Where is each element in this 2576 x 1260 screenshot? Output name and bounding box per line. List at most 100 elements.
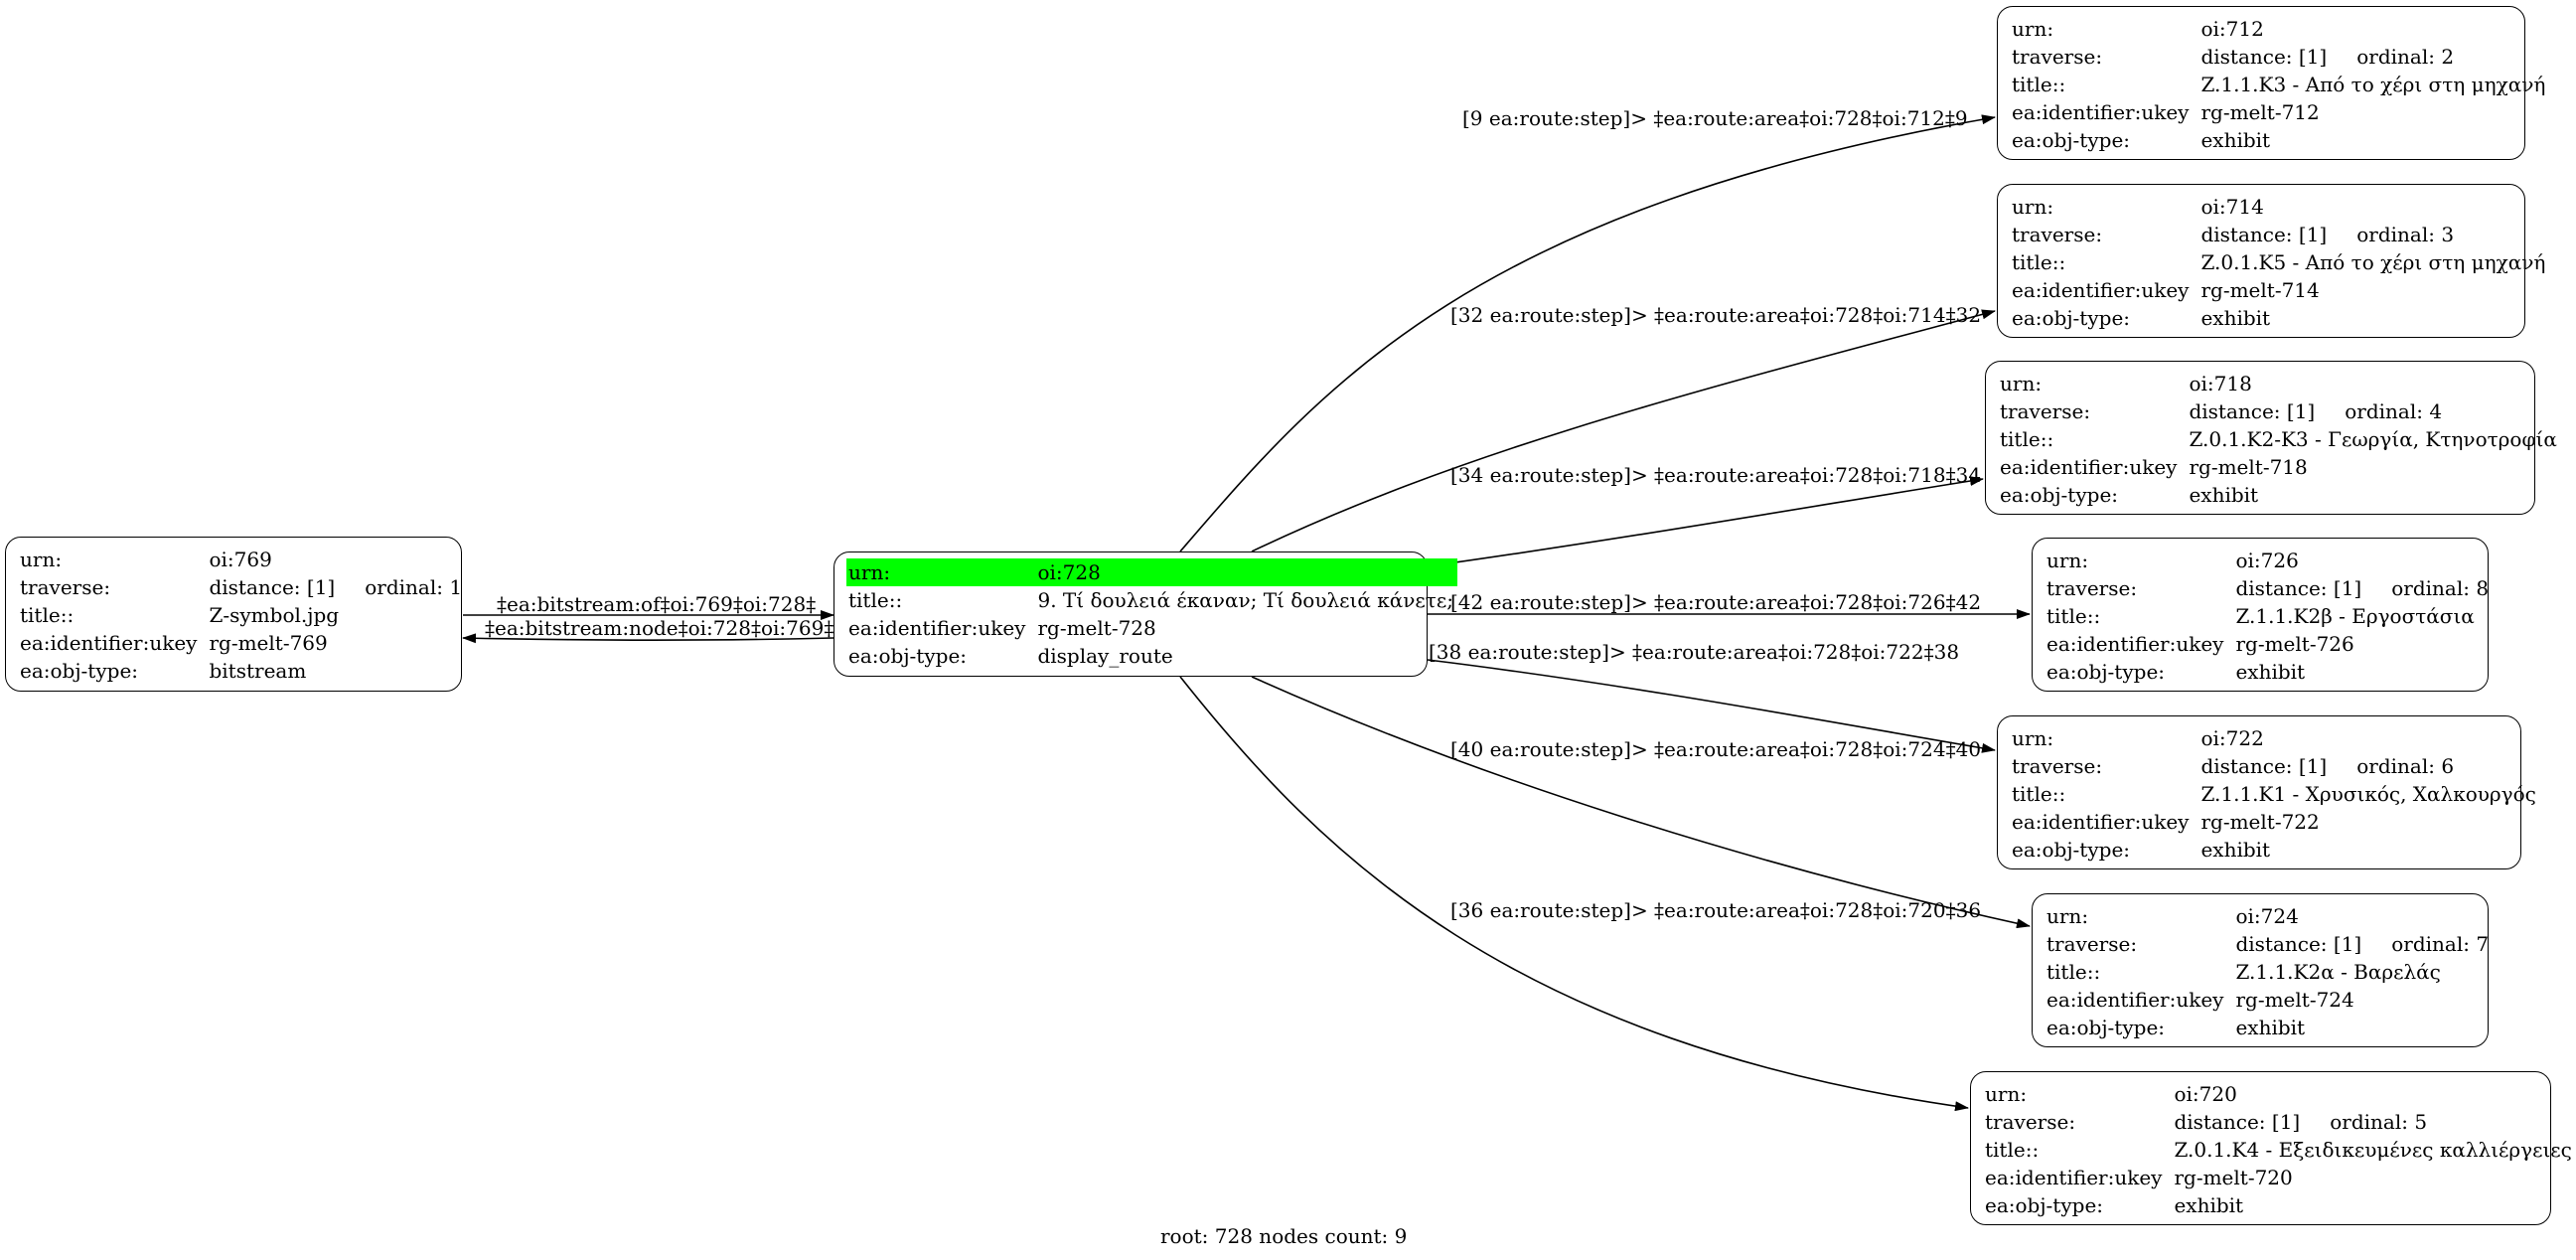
node-title-value: Z-symbol.jpg [209, 603, 340, 627]
node-title-row: title:: Z.0.1.K5 - Από το χέρι στη μηχαν… [2010, 248, 2549, 276]
node-urn-value: oi:769 [209, 548, 272, 571]
node-title-row: title:: Z.1.1.K1 - Χρυσικός, Χαλκουργός [2010, 780, 2540, 808]
node-title-row: title:: Z.1.1.K2α - Βαρελάς [2045, 958, 2493, 986]
node-ukey-row: ea:identifier:ukey rg-melt-714 [2010, 276, 2549, 304]
edge-oi-728-to-oi-722 [1427, 659, 1996, 753]
node-traverse-row: traverse: distance: [1]ordinal: 5 [1983, 1108, 2576, 1136]
graph-node-oi-769[interactable]: urn: oi:769 traverse: distance: [1]ordin… [5, 537, 462, 692]
node-urn-key: urn: [1985, 1082, 2028, 1106]
node-ukey-value: rg-melt-722 [2200, 810, 2320, 834]
root-node[interactable]: urn: oi:728 title:: 9. Τί δουλειά έκαναν… [833, 551, 1457, 677]
node-title-key: title:: [2012, 782, 2066, 806]
node-objtype-value: exhibit [2200, 306, 2271, 330]
node-ukey-key: ea:identifier:ukey [1985, 1166, 2163, 1189]
graph-node-oi-726[interactable]: urn: oi:726 traverse: distance: [1]ordin… [2032, 538, 2489, 692]
node-ordinal: ordinal: 7 [2391, 932, 2490, 956]
graph-node-oi-724[interactable]: urn: oi:724 traverse: distance: [1]ordin… [2032, 893, 2489, 1047]
root-node-table: urn: oi:728 title:: 9. Τί δουλειά έκαναν… [846, 558, 1457, 670]
node-urn-key: urn: [2046, 549, 2089, 572]
node-objtype-key: ea:obj-type: [2046, 660, 2166, 684]
node-urn-value: oi:714 [2200, 195, 2264, 219]
root-ukey-value: rg-melt-728 [1037, 616, 1156, 640]
root-urn-row: urn: oi:728 [846, 558, 1457, 586]
edge-label-oi-728-to-oi-714: [32 ea:route:step]> ‡ea:route:area‡oi:72… [1450, 303, 1982, 327]
node-traverse-row: traverse: distance: [1]ordinal: 2 [2010, 43, 2549, 71]
node-traverse-value: distance: [1]ordinal: 1 [207, 573, 466, 601]
node-ukey-row: ea:identifier:ukey rg-melt-718 [1998, 453, 2561, 481]
node-urn-key: urn: [2000, 372, 2043, 395]
node-table: urn: oi:726 traverse: distance: [1]ordin… [2045, 547, 2493, 686]
node-urn-row: urn: oi:726 [2045, 547, 2493, 574]
node-urn-value: oi:724 [2235, 904, 2299, 928]
node-traverse-key: traverse: [2046, 576, 2138, 600]
node-ukey-key: ea:identifier:ukey [2000, 455, 2178, 479]
graph-node-oi-712[interactable]: urn: oi:712 traverse: distance: [1]ordin… [1997, 6, 2545, 160]
node-urn-row: urn: oi:769 [18, 546, 466, 573]
node-ukey-row: ea:identifier:ukey rg-melt-720 [1983, 1164, 2576, 1191]
node-title-value: Z.1.1.K2α - Βαρελάς [2235, 960, 2441, 984]
node-ukey-row: ea:identifier:ukey rg-melt-724 [2045, 986, 2493, 1014]
node-traverse-row: traverse: distance: [1]ordinal: 7 [2045, 930, 2493, 958]
graph-node-oi-722[interactable]: urn: oi:722 traverse: distance: [1]ordin… [1997, 715, 2536, 869]
node-traverse-value: distance: [1]ordinal: 4 [2187, 397, 2560, 425]
node-title-value: Z.0.1.K4 - Εξειδικευμένες καλλιέργειες [2174, 1138, 2572, 1162]
node-ukey-key: ea:identifier:ukey [2012, 278, 2190, 302]
node-urn-key: urn: [20, 548, 63, 571]
node-title-key: title:: [1985, 1138, 2040, 1162]
node-title-row: title:: Z-symbol.jpg [18, 601, 466, 629]
node-ukey-value: rg-melt-726 [2235, 632, 2354, 656]
node-distance: distance: [1] [2200, 754, 2328, 778]
node-objtype-row: ea:obj-type: bitstream [18, 657, 466, 685]
node-objtype-row: ea:obj-type: exhibit [1983, 1191, 2576, 1219]
node-table: urn: oi:718 traverse: distance: [1]ordin… [1998, 370, 2561, 509]
node-title-key: title:: [2046, 960, 2101, 984]
node-ordinal: ordinal: 5 [2330, 1110, 2428, 1134]
node-objtype-key: ea:obj-type: [2012, 838, 2131, 862]
node-urn-key: urn: [2012, 17, 2054, 41]
node-objtype-key: ea:obj-type: [2012, 128, 2131, 152]
edge-label-oi-728-to-oi-722: [38 ea:route:step]> ‡ea:route:area‡oi:72… [1429, 640, 1960, 664]
root-urn-key: urn: [846, 558, 1036, 586]
node-objtype-row: ea:obj-type: exhibit [2045, 1014, 2493, 1041]
edge-oi-728-to-oi-720 [1179, 676, 1969, 1112]
node-table: urn: oi:722 traverse: distance: [1]ordin… [2010, 724, 2540, 864]
node-title-key: title:: [2012, 73, 2066, 96]
node-urn-value: oi:718 [2189, 372, 2252, 395]
node-traverse-row: traverse: distance: [1]ordinal: 1 [18, 573, 466, 601]
root-title-key: title:: [848, 588, 903, 612]
edge-label-oi-728-to-oi-724: [40 ea:route:step]> ‡ea:route:area‡oi:72… [1450, 737, 1982, 761]
node-table: urn: oi:714 traverse: distance: [1]ordin… [2010, 193, 2549, 332]
node-ukey-value: rg-melt-714 [2200, 278, 2320, 302]
node-objtype-value: bitstream [209, 659, 307, 683]
node-ukey-key: ea:identifier:ukey [20, 631, 198, 655]
edge-oi-728-to-oi-724 [1251, 676, 2031, 929]
node-ukey-row: ea:identifier:ukey rg-melt-722 [2010, 808, 2540, 836]
node-title-value: Z.0.1.K5 - Από το χέρι στη μηχανή [2200, 250, 2546, 274]
graph-node-oi-714[interactable]: urn: oi:714 traverse: distance: [1]ordin… [1997, 184, 2545, 338]
node-ukey-value: rg-melt-718 [2189, 455, 2308, 479]
node-urn-row: urn: oi:722 [2010, 724, 2540, 752]
node-ukey-key: ea:identifier:ukey [2012, 810, 2190, 834]
node-objtype-key: ea:obj-type: [20, 659, 139, 683]
node-ordinal: ordinal: 4 [2345, 399, 2443, 423]
root-title-row: title:: 9. Τί δουλειά έκαναν; Τί δουλειά… [846, 586, 1457, 614]
graph-footer: root: 728 nodes count: 9 [1160, 1224, 1408, 1248]
node-objtype-value: exhibit [2235, 1016, 2306, 1039]
edge-oi-728-to-oi-769 [462, 633, 834, 644]
graph-node-oi-718[interactable]: urn: oi:718 traverse: distance: [1]ordin… [1985, 361, 2557, 515]
node-traverse-key: traverse: [20, 575, 111, 599]
node-traverse-key: traverse: [2012, 754, 2103, 778]
node-traverse-row: traverse: distance: [1]ordinal: 3 [2010, 221, 2549, 248]
node-objtype-value: exhibit [2200, 838, 2271, 862]
graph-node-oi-720[interactable]: urn: oi:720 traverse: distance: [1]ordin… [1970, 1071, 2572, 1225]
node-urn-value: oi:712 [2200, 17, 2264, 41]
node-objtype-key: ea:obj-type: [2012, 306, 2131, 330]
node-ukey-row: ea:identifier:ukey rg-melt-726 [2045, 630, 2493, 658]
node-traverse-row: traverse: distance: [1]ordinal: 6 [2010, 752, 2540, 780]
node-traverse-key: traverse: [2012, 45, 2103, 69]
node-traverse-value: distance: [1]ordinal: 5 [2172, 1108, 2575, 1136]
node-ordinal: ordinal: 3 [2356, 223, 2455, 246]
node-title-key: title:: [20, 603, 75, 627]
edge-oi-728-to-oi-712 [1179, 114, 1996, 552]
node-distance: distance: [1] [2235, 932, 2362, 956]
